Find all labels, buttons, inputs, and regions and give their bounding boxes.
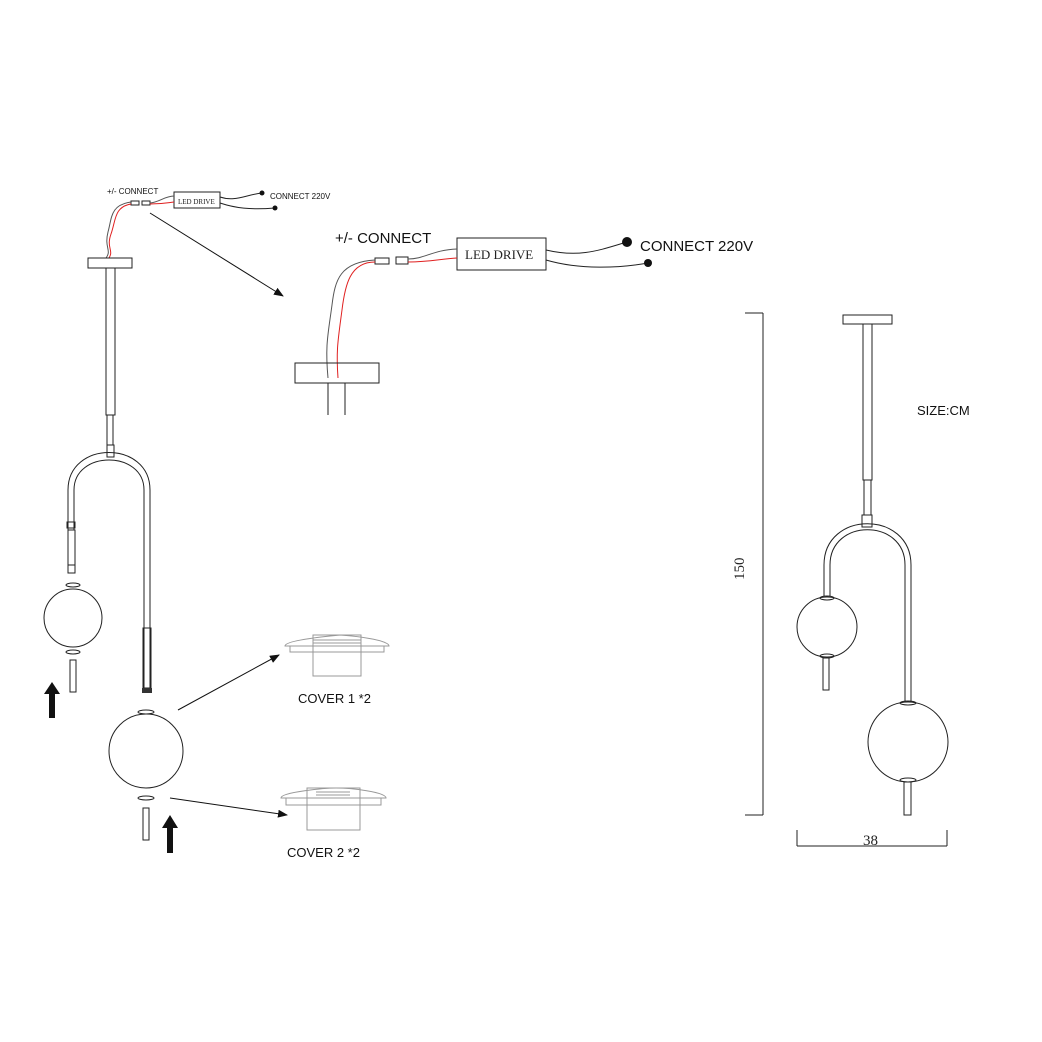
mains-label: CONNECT 220V bbox=[270, 192, 331, 201]
led-driver-label: LED DRIVE bbox=[465, 247, 533, 262]
cover-2: COVER 2 *2 bbox=[280, 787, 387, 860]
canopy bbox=[87, 257, 133, 269]
led-driver-box bbox=[456, 237, 547, 271]
connect-label: +/- CONNECT bbox=[107, 187, 158, 196]
exploded-lamp-view bbox=[43, 257, 288, 853]
up-arrow-icon bbox=[162, 815, 178, 853]
up-arrow-icon bbox=[44, 682, 60, 718]
width-value: 38 bbox=[863, 833, 878, 849]
cover-1: COVER 1 *2 bbox=[284, 634, 390, 706]
detail-wiring-diagram: +/- CONNECT LED DRIVE CONNECT 220V bbox=[294, 230, 753, 415]
cover-1-label: COVER 1 *2 bbox=[298, 691, 371, 706]
small-globe bbox=[43, 588, 103, 648]
zoom-arrow bbox=[149, 212, 284, 297]
large-globe bbox=[108, 713, 184, 789]
led-driver-label: LED DRIVE bbox=[178, 198, 215, 206]
mains-label: CONNECT 220V bbox=[640, 238, 753, 255]
cover-2-label: COVER 2 *2 bbox=[287, 845, 360, 860]
height-value: 150 bbox=[732, 558, 748, 581]
led-driver-box bbox=[173, 191, 221, 209]
canopy bbox=[294, 362, 380, 384]
unit-label: SIZE:CM bbox=[917, 403, 970, 418]
small-globe bbox=[796, 596, 858, 658]
dimensioned-lamp-view: SIZE:CM 150 38 bbox=[732, 312, 970, 849]
small-wiring-diagram: +/- CONNECT LED DRIVE CONNECT 220V bbox=[105, 187, 331, 297]
large-globe bbox=[867, 701, 949, 783]
connect-label: +/- CONNECT bbox=[335, 230, 431, 247]
